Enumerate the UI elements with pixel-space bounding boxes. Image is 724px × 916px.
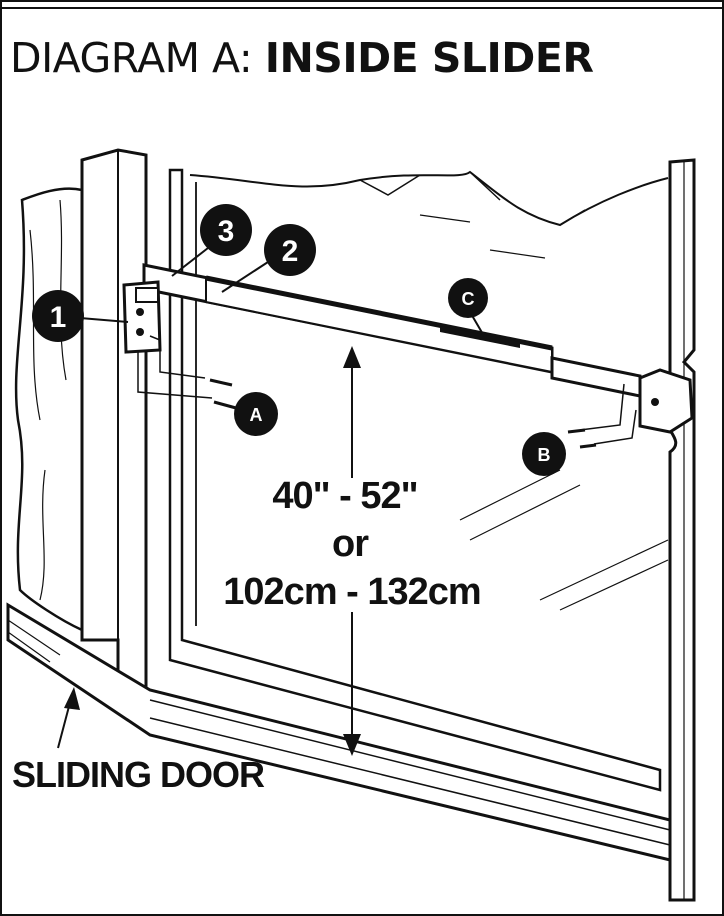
right-bracket-hole: [651, 398, 659, 406]
leader-3: [171, 247, 209, 277]
callout-1: 1: [32, 290, 84, 342]
measure-or: or: [332, 523, 369, 565]
leader-2: [221, 261, 269, 293]
glass-reflections-top: [419, 214, 546, 259]
sliding-door-label: SLIDING DOOR: [12, 754, 265, 795]
callout-a-disc: [234, 392, 278, 436]
measure-arrow-bottom: [343, 734, 361, 756]
bracket-hole: [136, 328, 144, 336]
title-emphasis: INSIDE SLIDER: [264, 34, 594, 82]
measure-imperial: 40" - 52": [272, 475, 417, 517]
callout-3-text: 3: [218, 215, 235, 248]
screw-b2: [579, 443, 597, 449]
screw-guide-a1: [149, 335, 206, 379]
screw-a1: [209, 378, 233, 387]
door-track: [6, 602, 672, 862]
drape-creases: [359, 171, 586, 226]
callout-c: C: [448, 278, 488, 318]
callout-b-disc: [522, 432, 566, 476]
callout-a: A: [234, 392, 278, 436]
curtain-folds: [29, 199, 67, 601]
measure-arrow-top: [343, 346, 361, 368]
track-left-lines: [7, 619, 61, 663]
bracket-hole: [136, 308, 144, 316]
callout-1-text: 1: [50, 301, 67, 334]
right-wall-frame: [668, 158, 696, 902]
screw-guide-b2: [593, 409, 637, 445]
glass-reflections: [459, 469, 669, 611]
top-drape-edge: [189, 170, 669, 227]
screw-guide-b1: [579, 383, 625, 431]
callout-c-disc: [448, 278, 488, 318]
callout-b: B: [522, 432, 566, 476]
diagram-title: DIAGRAM A: INSIDE SLIDER: [10, 34, 710, 82]
screw-b1: [567, 428, 586, 434]
callout-2: 2: [264, 224, 316, 276]
measure-metric: 102cm - 132cm: [223, 571, 480, 613]
screw-a2: [213, 400, 237, 410]
left-door-frame: [80, 148, 148, 702]
left-curtain: [14, 187, 84, 632]
leader-1: [79, 317, 129, 323]
bar-top-edge: [205, 275, 553, 351]
callout-c-text: C: [462, 289, 475, 309]
callout-b-text: B: [538, 445, 551, 465]
callout-1-disc: [32, 290, 84, 342]
bracket-clip: [135, 287, 159, 303]
callout-a-text: A: [250, 405, 263, 425]
screw-guide-a2: [137, 350, 213, 399]
right-mounting-bracket: [638, 368, 694, 434]
security-bar-inner-tube: [550, 356, 642, 398]
bar-slot: [440, 326, 520, 348]
callout-2-disc: [264, 224, 316, 276]
track-grooves: [149, 699, 671, 846]
title-prefix: DIAGRAM A:: [10, 34, 265, 82]
panel-bottom-inner: [181, 639, 661, 771]
callout-3: 3: [200, 204, 252, 256]
callout-3-disc: [200, 204, 252, 256]
security-bar-sleeve: [205, 276, 553, 374]
callout-2-text: 2: [282, 235, 299, 268]
sliding-door-arrowhead: [64, 687, 80, 710]
